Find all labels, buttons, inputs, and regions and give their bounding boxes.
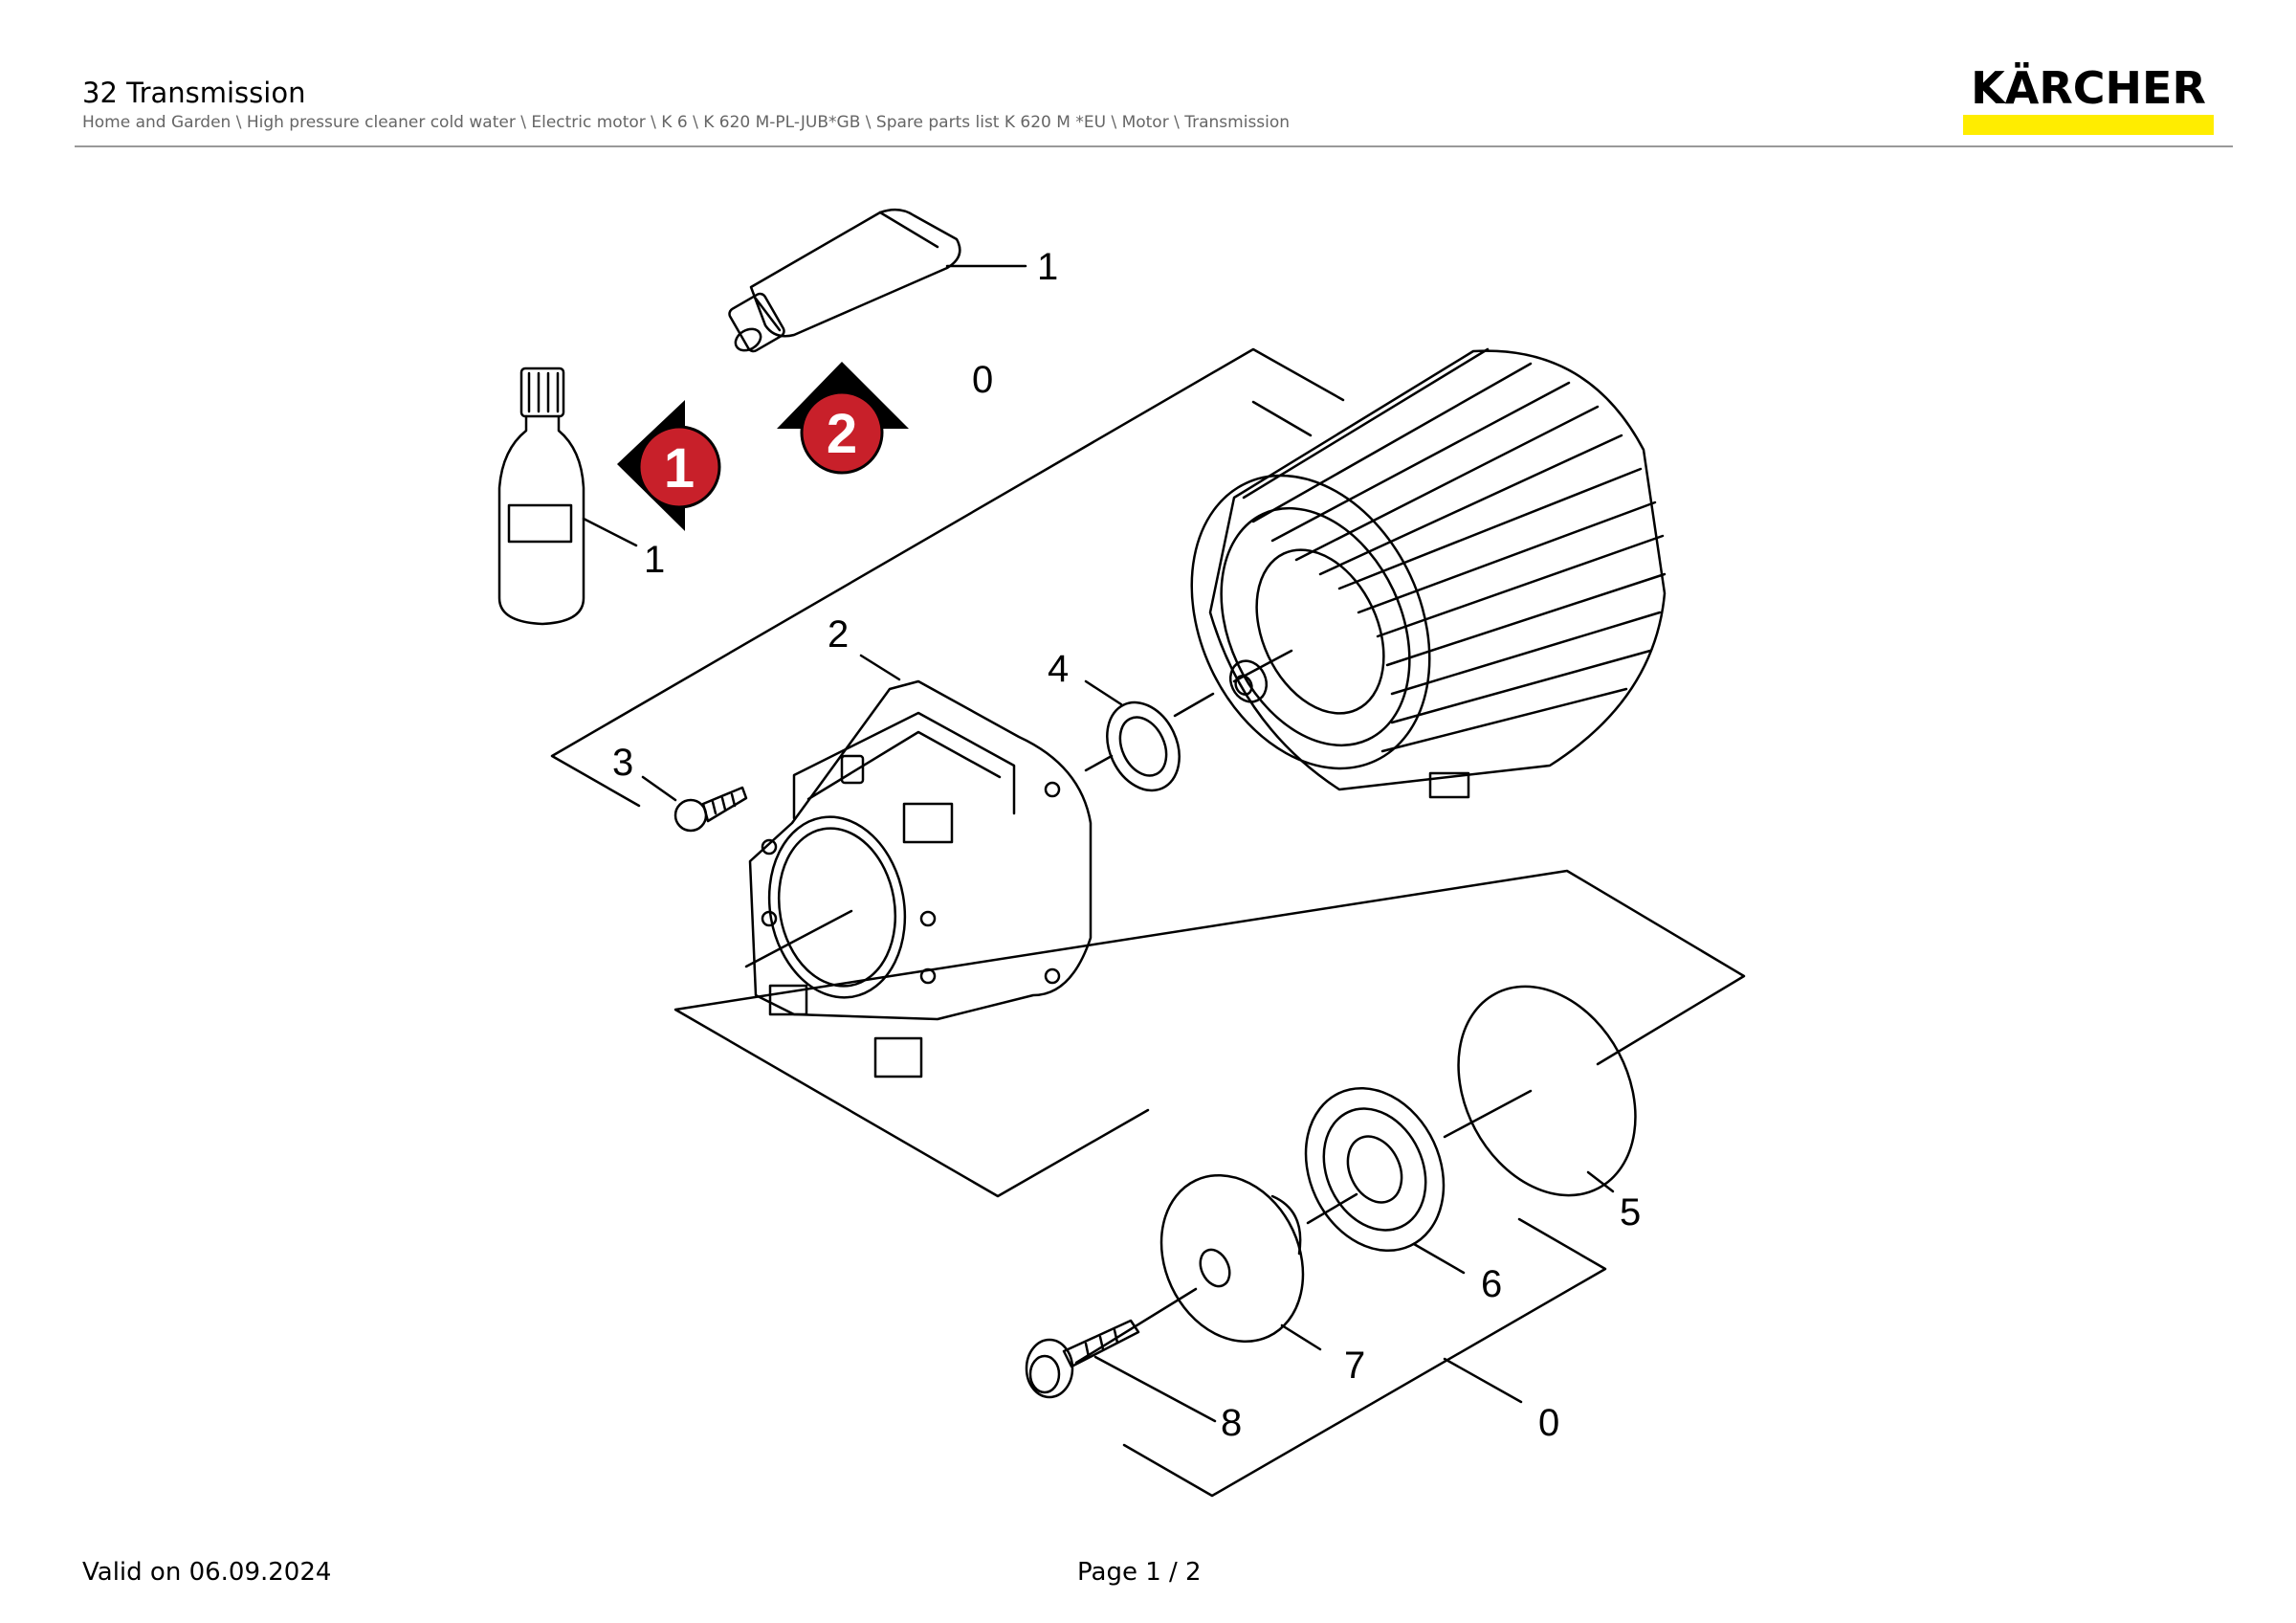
validity-date: Valid on 06.09.2024 [82, 1558, 332, 1587]
callout-screw: 3 [612, 742, 633, 784]
page-title: 32 Transmission [82, 77, 306, 109]
ball-bearing-icon [1304, 1086, 1446, 1253]
electric-motor-icon [1190, 347, 1667, 799]
screw-icon [673, 786, 748, 833]
brand-wordmark: KÄRCHER [1971, 62, 2206, 114]
callout-lower-set: 0 [1538, 1402, 1559, 1444]
callout-seal: 4 [1048, 648, 1069, 690]
callout-bolt: 8 [1221, 1402, 1242, 1444]
housing-bracket [673, 869, 1746, 1198]
marker-badge-2 [800, 390, 884, 475]
callout-tube: 1 [1037, 246, 1058, 288]
bearing-cover-icon [1159, 1173, 1305, 1344]
callout-oring: 5 [1620, 1191, 1641, 1234]
callout-cover: 7 [1344, 1345, 1365, 1387]
marker-label-1: 1 [664, 437, 695, 500]
page-number: Page 1 / 2 [1077, 1558, 1202, 1587]
header-divider [75, 145, 2233, 147]
marker-badge-1 [637, 425, 721, 509]
transmission-housing-icon [748, 679, 1093, 1078]
marker-label-2: 2 [827, 403, 857, 465]
callout-motor: 0 [972, 359, 993, 401]
upper-assembly-bracket [550, 347, 1345, 808]
brand-logo: KÄRCHER [1963, 63, 2214, 136]
shaft-seal-icon [1106, 700, 1181, 792]
brand-accent-bar [1963, 115, 2214, 135]
callout-bearing: 6 [1481, 1263, 1502, 1305]
callout-bottle: 1 [644, 539, 665, 581]
grease-tube-icon [728, 208, 961, 353]
o-ring-icon [1457, 985, 1637, 1197]
oil-bottle-icon [497, 367, 585, 626]
lower-assembly-bracket [1122, 1217, 1607, 1498]
breadcrumb[interactable]: Home and Garden \ High pressure cleaner … [82, 113, 1291, 132]
callout-housing: 2 [828, 613, 849, 656]
